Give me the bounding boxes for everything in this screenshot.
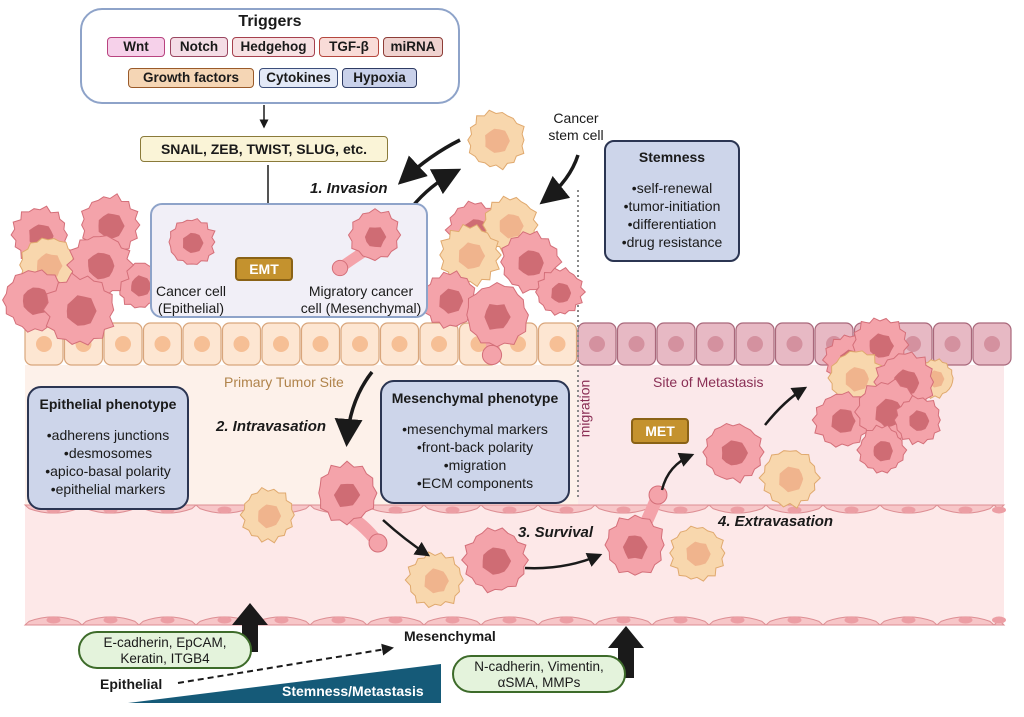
trigger-tag-wnt: Wnt bbox=[107, 37, 165, 57]
list-item: •apico-basal polarity bbox=[45, 463, 171, 479]
cancer-stem-cell-line1: Cancer bbox=[553, 110, 599, 126]
vessel-arrow-1 bbox=[382, 519, 431, 557]
migratory-cell-label-line1: Migratory cancer bbox=[308, 283, 414, 299]
stemness-list: •self-renewal •tumor-initiation •different… bbox=[606, 179, 738, 251]
vessel-wall-bottom bbox=[23, 616, 1006, 626]
epithelial-marker-arrow bbox=[232, 603, 268, 652]
stem-cell bbox=[404, 551, 464, 609]
list-item: •self-renewal bbox=[631, 180, 713, 196]
circulating-cells bbox=[239, 109, 821, 609]
stem-cell-arrow bbox=[539, 154, 580, 205]
list-item: •migration bbox=[443, 457, 507, 473]
met-arrow bbox=[660, 452, 695, 491]
trigger-tag-growth-factors: Growth factors bbox=[128, 68, 254, 88]
mesenchymal-markers: N-cadherin, Vimentin, αSMA, MMPs bbox=[452, 655, 626, 693]
list-item: •front-back polarity bbox=[416, 439, 534, 455]
invasion-arrow-in bbox=[397, 138, 461, 185]
metastasis-epithelium bbox=[577, 322, 1012, 366]
step-intravasation: 2. Intravasation bbox=[216, 418, 327, 435]
step-extravasation: 4. Extravasation bbox=[718, 513, 834, 530]
mesenchymal-phenotype-list: •mesenchymal markers •front-back polarity… bbox=[382, 420, 568, 492]
intravasation-arrow bbox=[334, 370, 374, 447]
migratory-cell-label: Migratory cancer cell (Mesenchymal) bbox=[296, 283, 426, 317]
migratory-cell-label-line2: cell (Mesenchymal) bbox=[300, 300, 422, 316]
migration-label: migration bbox=[576, 379, 593, 438]
mesenchymal-phenotype-panel: Mesenchymal phenotype •mesenchymal marke… bbox=[380, 380, 570, 504]
step-survival: 3. Survival bbox=[518, 524, 594, 541]
trigger-tag-mirna: miRNA bbox=[383, 37, 443, 57]
cancer-cell bbox=[421, 270, 478, 329]
cancer-stem-cell-line2: stem cell bbox=[548, 127, 604, 143]
trigger-tag-tgf-: TGF-β bbox=[319, 37, 379, 57]
stemness-panel: Stemness •self-renewal•tumor-initiation•… bbox=[604, 140, 740, 262]
cancer-stem-cell bbox=[467, 109, 525, 171]
trigger-tag-hedgehog: Hedgehog bbox=[232, 37, 315, 57]
trigger-tag-hypoxia: Hypoxia bbox=[342, 68, 417, 88]
intravasating-cell bbox=[318, 460, 388, 553]
epithelial-phenotype-panel: Epithelial phenotype •adherens junctions… bbox=[27, 386, 189, 510]
cancer-cell bbox=[893, 394, 941, 446]
metastasis-site-label: Site of Metastasis bbox=[653, 374, 764, 390]
list-item: •epithelial markers bbox=[50, 481, 166, 497]
trigger-tag-notch: Notch bbox=[170, 37, 228, 57]
metastatic-tumor-cluster bbox=[811, 317, 954, 474]
invasion-arrow-out bbox=[410, 168, 462, 209]
mesenchymal-marker-arrow bbox=[608, 626, 644, 678]
epithelial-cell-label-line1: Cancer cell bbox=[155, 283, 227, 299]
primary-tumor-cluster bbox=[2, 193, 166, 346]
extravasating-cell bbox=[604, 485, 668, 576]
epithelial-markers-line1: E-cadherin, EpCAM, bbox=[103, 635, 227, 650]
epithelial-phenotype-title: Epithelial phenotype bbox=[39, 396, 177, 412]
transcription-factors-box: SNAIL, ZEB, TWIST, SLUG, etc. bbox=[140, 136, 388, 162]
list-item: •ECM components bbox=[416, 475, 534, 491]
cancer-cell bbox=[535, 267, 587, 316]
cancer-cell bbox=[811, 391, 871, 448]
invading-tumor-cluster bbox=[421, 195, 587, 366]
colonization-arrow bbox=[764, 386, 808, 426]
list-item: •mesenchymal markers bbox=[402, 421, 548, 437]
trigger-tag-cytokines: Cytokines bbox=[259, 68, 338, 88]
triggers-title: Triggers bbox=[238, 13, 302, 30]
cancer-stem-cell-label: Cancer stem cell bbox=[536, 110, 616, 144]
vessel-arrow-2 bbox=[524, 553, 603, 570]
stem-cell bbox=[669, 525, 726, 582]
cancer-cell bbox=[461, 527, 530, 594]
list-item: •drug resistance bbox=[621, 234, 723, 250]
mesenchymal-markers-line1: N-cadherin, Vimentin, bbox=[474, 659, 604, 674]
cancer-cell bbox=[702, 422, 765, 484]
step-invasion: 1. Invasion bbox=[310, 180, 388, 197]
met-label: MET bbox=[631, 418, 689, 444]
epithelial-cell-label: Cancer cell (Epithelial) bbox=[150, 283, 232, 317]
list-item: •differentiation bbox=[627, 216, 717, 232]
mesenchymal-phenotype-title: Mesenchymal phenotype bbox=[391, 390, 559, 406]
mesenchymal-markers-line2: αSMA, MMPs bbox=[497, 675, 581, 690]
epithelial-end-label: Epithelial bbox=[100, 676, 163, 692]
stemness-metastasis-label: Stemness/Metastasis bbox=[282, 683, 424, 699]
cancer-cell bbox=[42, 272, 115, 346]
mesenchymal-end-label: Mesenchymal bbox=[404, 628, 496, 644]
emt-label: EMT bbox=[235, 257, 293, 281]
list-item: •adherens junctions bbox=[46, 427, 170, 443]
list-item: •desmosomes bbox=[63, 445, 153, 461]
stem-cell bbox=[758, 450, 821, 509]
stemness-title: Stemness bbox=[638, 149, 706, 165]
invading-cell bbox=[466, 282, 529, 366]
epithelial-cell-label-line2: (Epithelial) bbox=[157, 300, 225, 316]
list-item: •tumor-initiation bbox=[623, 198, 721, 214]
epithelial-phenotype-list: •adherens junctions •desmosomes •apico-bas… bbox=[29, 426, 187, 498]
epithelial-markers-line2: Keratin, ITGB4 bbox=[120, 651, 210, 666]
primary-tumor-site-label: Primary Tumor Site bbox=[224, 374, 344, 390]
stem-cell bbox=[239, 486, 295, 544]
cancer-cell bbox=[856, 424, 908, 474]
epithelial-markers: E-cadherin, EpCAM, Keratin, ITGB4 bbox=[78, 631, 252, 669]
stem-cell bbox=[439, 223, 502, 288]
stemness-wedge bbox=[128, 664, 441, 703]
epithelial-to-mesenchymal-arrow bbox=[177, 643, 394, 684]
